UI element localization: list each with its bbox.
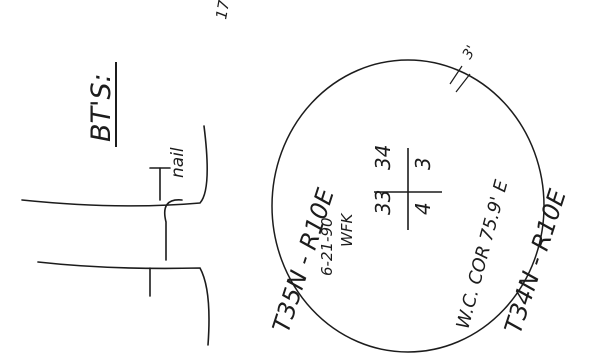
mark-strokes xyxy=(450,66,470,92)
section-33: 33 xyxy=(371,190,395,215)
mark-text: 3' xyxy=(460,43,480,62)
survey-medallion: T35N - R10E 6-21-90 WFK 33 34 4 3 W.C. C… xyxy=(267,43,572,352)
initials-text: WFK xyxy=(338,213,356,247)
section-34: 34 xyxy=(371,145,395,170)
township-south-text: T34N - R10E xyxy=(499,185,572,337)
nail-label: nail xyxy=(168,147,188,178)
date-text: 6-21-90 xyxy=(318,217,336,276)
section-3: 3 xyxy=(411,157,435,170)
section-4: 4 xyxy=(411,202,435,215)
corner-note-text: W.C. COR 75.9' E xyxy=(453,177,513,331)
corner-mark: 17 xyxy=(212,0,233,21)
heading-bts: BT'S: xyxy=(86,73,117,142)
